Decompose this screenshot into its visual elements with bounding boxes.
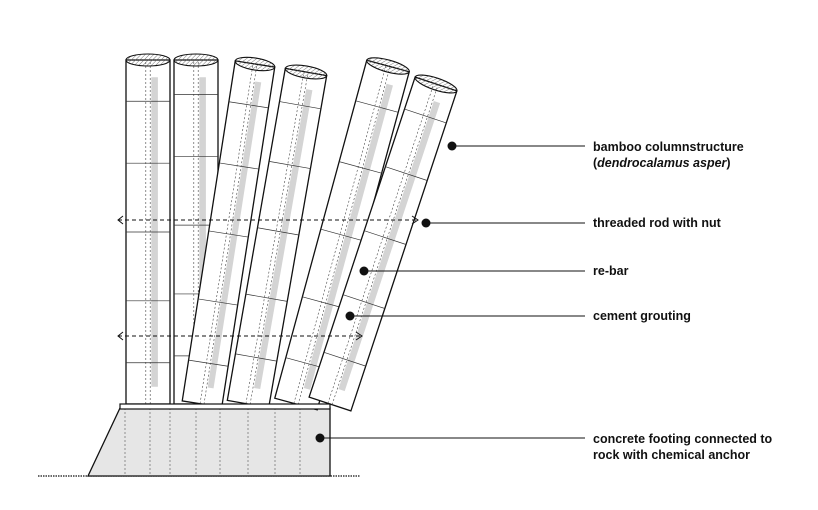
bamboo-culm: [273, 57, 411, 411]
label-threaded-rod: threaded rod with nut: [593, 216, 721, 230]
bamboo-culms: [125, 53, 458, 412]
label-species: dendrocalamus asper: [597, 156, 727, 170]
dot-cement: [345, 311, 355, 321]
dot-threaded-rod: [421, 218, 431, 228]
footing-top-plate: [119, 403, 331, 410]
leader-dots: [315, 141, 457, 443]
label-footing-line2: rock with chemical anchor: [593, 448, 750, 462]
dot-footing: [315, 433, 325, 443]
label-footing-line1: concrete footing connected to: [593, 432, 773, 446]
leader-lines: [320, 145, 585, 439]
label-bamboo-column: bamboo columnstructure (dendrocalamus as…: [593, 139, 744, 171]
bamboo-culm: [181, 56, 276, 408]
dot-bamboo: [447, 141, 457, 151]
label-bamboo-line2: (dendrocalamus asper): [593, 156, 731, 170]
label-cement-grouting: cement grouting: [593, 309, 691, 323]
bamboo-culm: [308, 74, 458, 412]
dot-rebar: [359, 266, 369, 276]
label-bamboo-line1: bamboo columnstructure: [593, 140, 744, 154]
concrete-footing: [86, 407, 331, 477]
threaded-rods: [117, 215, 419, 341]
bamboo-culm: [125, 53, 171, 405]
label-rebar: re-bar: [593, 264, 629, 278]
label-concrete-footing: concrete footing connected to rock with …: [593, 431, 772, 463]
